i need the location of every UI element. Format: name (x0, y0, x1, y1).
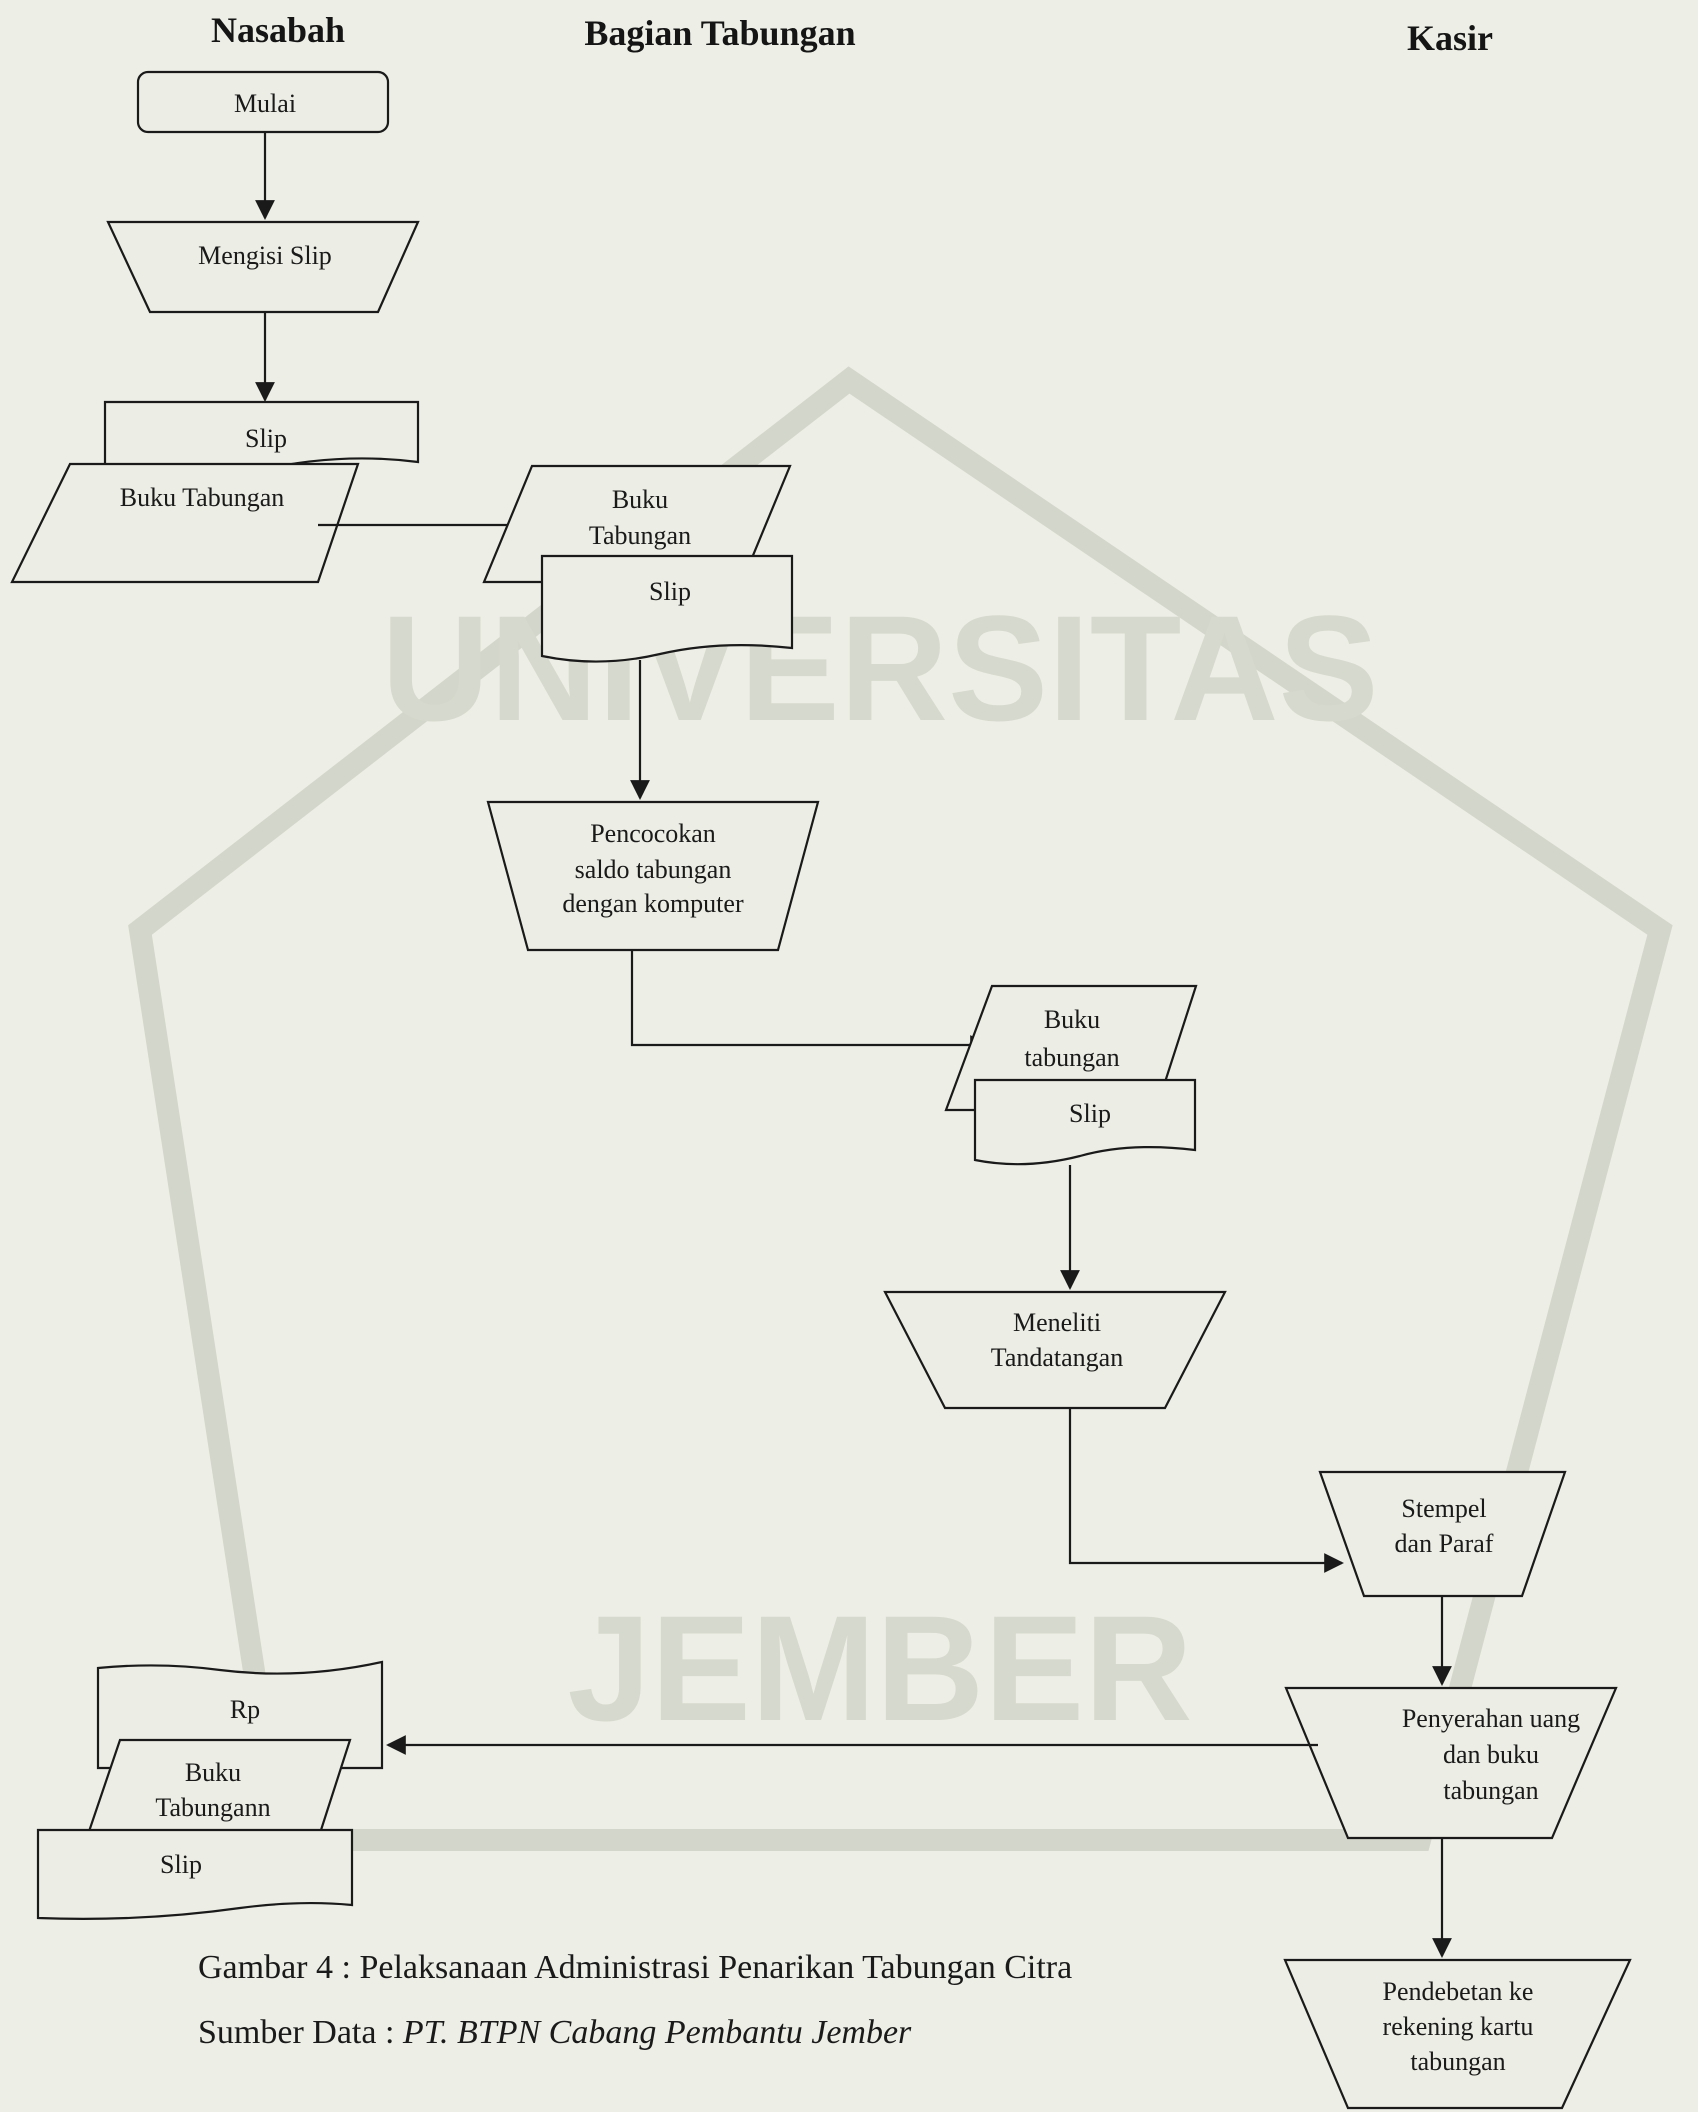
lane-title-bagian-tabungan: Bagian Tabungan (584, 13, 855, 53)
node-pendebetan: Pendebetan ke rekening kartu tabungan (1283, 1958, 1632, 2110)
node-pendebetan-line2: rekening kartu (1383, 2012, 1534, 2041)
node-pendebetan-line1: Pendebetan ke (1383, 1977, 1534, 2006)
node-mengisi-slip-label: Mengisi Slip (198, 241, 332, 270)
node-buku-tabungann-line2: Tabungann (155, 1793, 270, 1822)
node-buku-tabungann-line1: Buku (185, 1758, 241, 1787)
watermark-text-bottom: JEMBER (567, 1584, 1192, 1752)
arrow-pencocokan-to-buku2 (630, 950, 990, 1055)
node-meneliti-line1: Meneliti (1013, 1308, 1101, 1337)
source-caption-prefix: Sumber Data : (198, 2014, 403, 2051)
node-slip-final-label: Slip (160, 1850, 202, 1879)
figure-caption: Gambar 4 : Pelaksanaan Administrasi Pena… (198, 1949, 1072, 1986)
node-buku-tabungan-bt2-line2: tabungan (1024, 1043, 1119, 1072)
node-buku-tabungan-nasabah: Buku Tabungan (10, 462, 360, 584)
node-meneliti-line2: Tandatangan (991, 1343, 1123, 1372)
node-stempel-line1: Stempel (1401, 1494, 1486, 1523)
node-stempel-line2: dan Paraf (1395, 1529, 1494, 1558)
node-buku-tabungann: Buku Tabungann (78, 1738, 352, 1860)
lane-title-kasir: Kasir (1407, 18, 1493, 58)
node-slip-bt2-label: Slip (1069, 1099, 1111, 1128)
node-buku-tabungan-bt-line1: Buku (612, 485, 668, 514)
node-buku-tabungan-bt: Buku Tabungan (482, 464, 792, 584)
node-mulai: Mulai (136, 70, 390, 134)
watermark-emblem: UNIVERSITAS JEMBER (128, 366, 1673, 1851)
node-pencocokan-line2: saldo tabungan (575, 855, 732, 884)
node-buku-tabungan-bt-line2: Tabungan (589, 521, 691, 550)
node-mengisi-slip: Mengisi Slip (106, 220, 420, 314)
node-slip-final: Slip (36, 1828, 354, 1920)
node-pencocokan: Pencocokan saldo tabungan dengan kompute… (486, 800, 820, 952)
node-slip-bt-label: Slip (649, 577, 691, 606)
node-slip-nasabah: Slip (103, 400, 420, 482)
lane-title-nasabah: Nasabah (211, 10, 345, 50)
watermark-text-top: UNIVERSITAS (381, 584, 1378, 752)
node-penyerahan-line3: tabungan (1443, 1776, 1538, 1805)
arrow-meneliti-to-stempel (1068, 1408, 1344, 1573)
node-penyerahan-line2: dan buku (1443, 1740, 1539, 1769)
node-pendebetan-line3: tabungan (1410, 2047, 1505, 2076)
node-meneliti: Meneliti Tandatangan (883, 1290, 1227, 1410)
node-rp-label: Rp (230, 1695, 260, 1724)
node-penyerahan-line1: Penyerahan uang (1402, 1704, 1580, 1733)
node-mulai-label: Mulai (234, 89, 296, 118)
node-slip-bt: Slip (540, 554, 794, 663)
node-pencocokan-line1: Pencocokan (590, 819, 716, 848)
node-penyerahan: Penyerahan uang dan buku tabungan (1284, 1686, 1618, 1840)
node-buku-tabungan-bt2-line1: Buku (1044, 1005, 1100, 1034)
source-caption: Sumber Data : PT. BTPN Cabang Pembantu J… (198, 2014, 912, 2051)
source-caption-italic: PT. BTPN Cabang Pembantu Jember (402, 2014, 912, 2051)
node-slip-bt2: Slip (973, 1078, 1197, 1166)
node-pencocokan-line3: dengan komputer (562, 889, 744, 918)
node-slip-nasabah-label: Slip (245, 424, 287, 453)
node-stempel: Stempel dan Paraf (1318, 1470, 1567, 1598)
node-buku-tabungan-nasabah-label: Buku Tabungan (120, 483, 285, 512)
